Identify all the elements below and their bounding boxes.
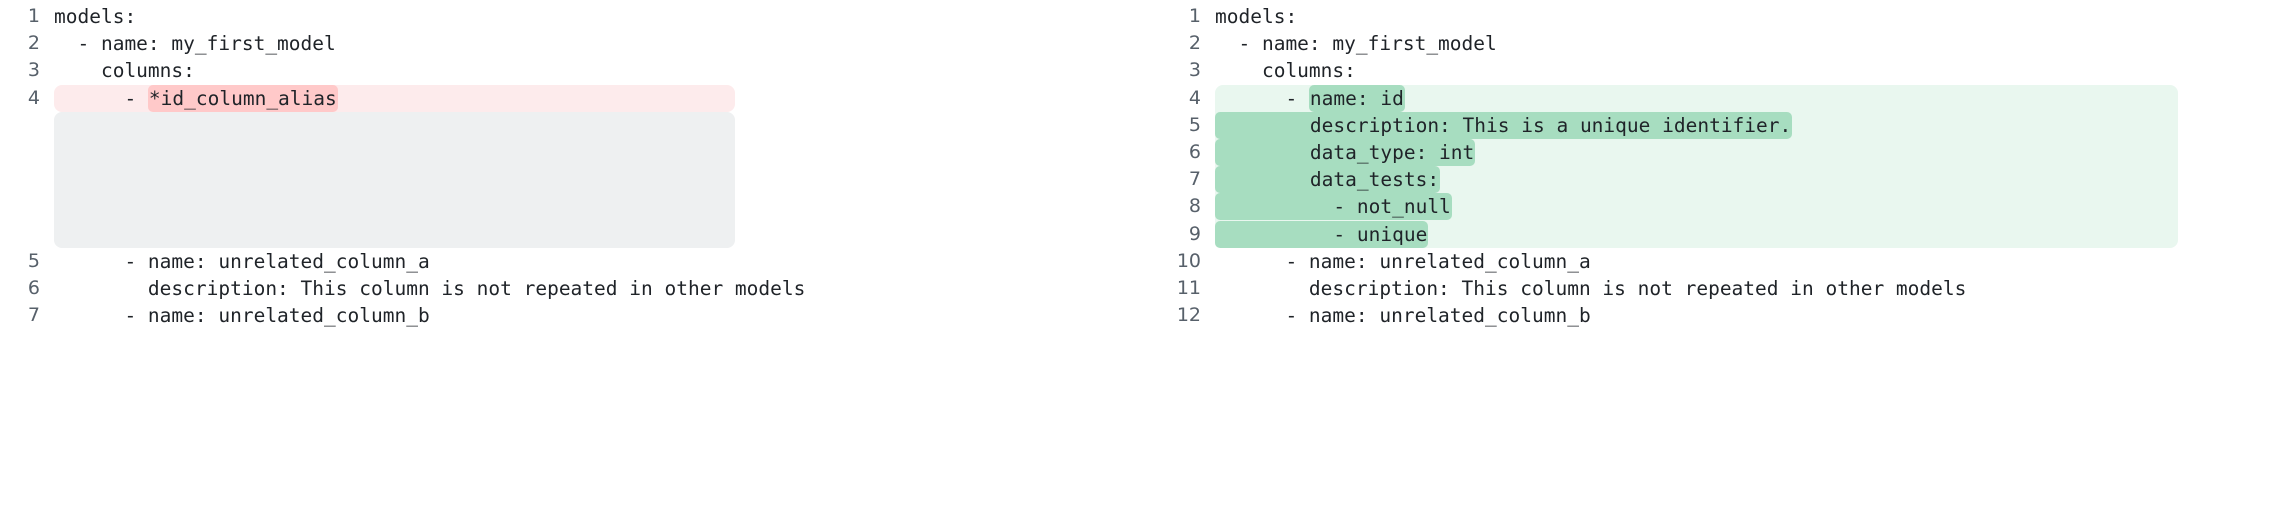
diff-line-row: 11 description: This column is not repea… bbox=[1139, 275, 2278, 302]
diff-placeholder-row bbox=[0, 166, 1139, 193]
added-token: name: id bbox=[1308, 84, 1405, 112]
code-text: - name: unrelated_column_b bbox=[40, 302, 430, 329]
line-number: 8 bbox=[1188, 195, 1201, 218]
code-token: - name: my_first_model bbox=[1215, 32, 1497, 56]
code-text: - name: unrelated_column_a bbox=[1201, 248, 1591, 275]
code-token: - bbox=[54, 86, 148, 110]
line-number: 7 bbox=[27, 304, 40, 327]
code-token: - name: unrelated_column_a bbox=[54, 249, 430, 273]
diff-placeholder-row bbox=[0, 139, 1139, 166]
line-number: 2 bbox=[27, 32, 40, 55]
added-token: - unique bbox=[1215, 220, 1429, 248]
diff-line-row: 2 - name: my_first_model bbox=[0, 30, 1139, 57]
line-number: 4 bbox=[27, 86, 40, 109]
diff-line-row: 1 models: bbox=[0, 3, 1139, 30]
code-text: - not_null bbox=[1201, 193, 1452, 221]
diff-line-row: 3 columns: bbox=[0, 57, 1139, 84]
diff-line-row: 7 - name: unrelated_column_b bbox=[0, 302, 1139, 329]
line-number: 4 bbox=[1188, 86, 1201, 109]
code-text: columns: bbox=[40, 57, 195, 84]
code-token: columns: bbox=[54, 59, 195, 83]
line-number: 3 bbox=[1188, 59, 1201, 82]
diff-line-row: 12 - name: unrelated_column_b bbox=[1139, 302, 2278, 329]
line-number: 12 bbox=[1176, 304, 1201, 327]
deleted-token: *id_column_alias bbox=[147, 84, 338, 112]
code-token: - name: unrelated_column_b bbox=[1215, 304, 1591, 328]
line-number: 1 bbox=[27, 5, 40, 27]
code-text: - name: my_first_model bbox=[1201, 30, 1497, 57]
code-text: columns: bbox=[1201, 57, 1356, 84]
code-text: data_type: int bbox=[1201, 138, 1476, 166]
diff-line-row: 6 description: This column is not repeat… bbox=[0, 275, 1139, 302]
code-text: description: This is a unique identifier… bbox=[1201, 111, 1793, 139]
added-token: description: This is a unique identifier… bbox=[1215, 111, 1793, 139]
diff-line-row: 1 models: bbox=[1139, 3, 2278, 30]
line-number: 2 bbox=[1188, 32, 1201, 55]
line-number: 5 bbox=[27, 249, 40, 272]
diff-line-row: 6 data_type: int bbox=[1139, 138, 2278, 166]
diff-placeholder-row bbox=[0, 221, 1139, 248]
code-text: description: This column is not repeated… bbox=[1201, 275, 1966, 302]
line-number: 6 bbox=[1188, 140, 1201, 163]
code-text: - name: my_first_model bbox=[40, 30, 336, 57]
code-text: - name: id bbox=[1201, 84, 1405, 112]
diff-line-row: 10 - name: unrelated_column_a bbox=[1139, 248, 2278, 275]
code-token: models: bbox=[54, 5, 137, 28]
diff-line-row: 5 description: This is a unique identifi… bbox=[1139, 111, 2278, 139]
added-token: data_type: int bbox=[1215, 138, 1476, 166]
code-token: - name: unrelated_column_b bbox=[54, 304, 430, 328]
diff-line-row: 8 - not_null bbox=[1139, 193, 2278, 221]
placeholder-block bbox=[54, 111, 735, 248]
added-token: data_tests: bbox=[1215, 166, 1441, 194]
line-number: 10 bbox=[1176, 249, 1201, 272]
code-text: - *id_column_alias bbox=[40, 84, 338, 112]
diff-line-row: 2 - name: my_first_model bbox=[1139, 30, 2278, 57]
code-token: - bbox=[1215, 86, 1309, 110]
code-token: description: This column is not repeated… bbox=[1215, 276, 1967, 300]
code-token: columns: bbox=[1215, 59, 1356, 83]
line-number: 1 bbox=[1188, 5, 1201, 27]
line-number: 5 bbox=[1188, 113, 1201, 136]
diff-line-row: 9 - unique bbox=[1139, 220, 2278, 248]
line-number: 9 bbox=[1188, 222, 1201, 245]
code-text: models: bbox=[40, 3, 136, 30]
code-token: models: bbox=[1215, 5, 1298, 28]
diff-placeholder-row bbox=[0, 112, 1139, 139]
line-number: 7 bbox=[1188, 168, 1201, 191]
diff-line-row: 4 - name: id bbox=[1139, 84, 2278, 112]
diff-line-row: 4 - *id_column_alias bbox=[0, 84, 1139, 112]
code-token: - name: my_first_model bbox=[54, 32, 336, 56]
code-text: description: This column is not repeated… bbox=[40, 275, 805, 302]
diff-line-row: 5 - name: unrelated_column_a bbox=[0, 248, 1139, 275]
code-text: data_tests: bbox=[1201, 166, 1441, 194]
code-text: models: bbox=[1201, 3, 1297, 30]
code-text: - unique bbox=[1201, 220, 1429, 248]
line-number: 11 bbox=[1176, 276, 1201, 299]
diff-line-row: 3 columns: bbox=[1139, 57, 2278, 84]
line-number: 3 bbox=[27, 59, 40, 82]
code-text: - name: unrelated_column_a bbox=[40, 248, 430, 275]
diff-line-row: 7 data_tests: bbox=[1139, 166, 2278, 194]
added-token: - not_null bbox=[1215, 193, 1452, 221]
code-token: description: This column is not repeated… bbox=[54, 276, 806, 300]
code-token: - name: unrelated_column_a bbox=[1215, 249, 1591, 273]
line-number: 6 bbox=[27, 276, 40, 299]
diff-placeholder-row bbox=[0, 193, 1139, 220]
code-text: - name: unrelated_column_b bbox=[1201, 302, 1591, 329]
